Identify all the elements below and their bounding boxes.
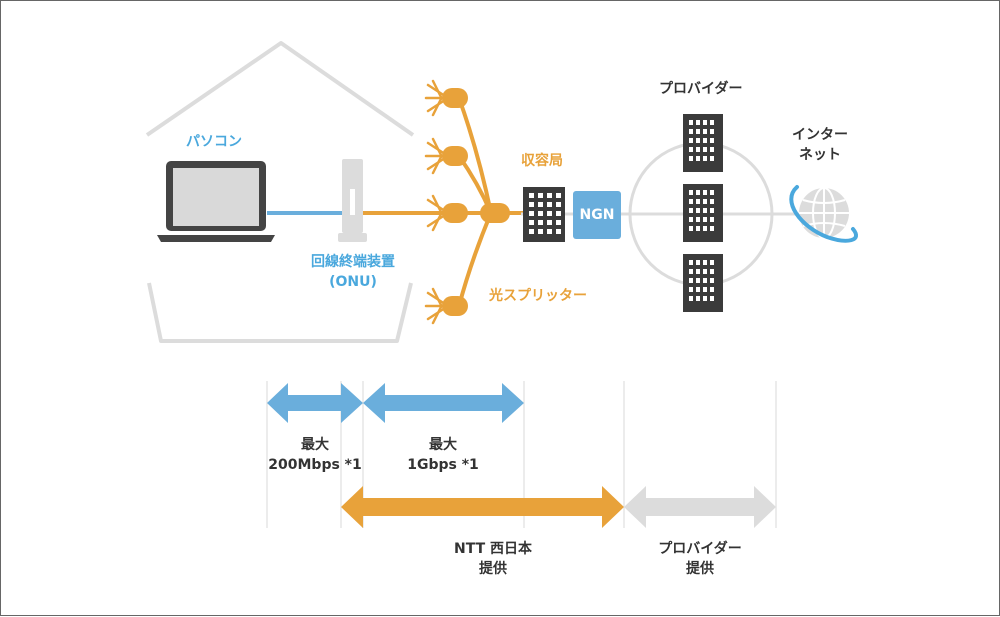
fiber-branches — [457, 97, 493, 307]
house-roof — [145, 41, 415, 137]
range-arrow-ntt — [341, 486, 624, 528]
range-label-line1: プロバイダー — [658, 541, 742, 557]
range-label-line1: 最大 — [301, 437, 329, 453]
internet-label: インター ネット — [775, 125, 865, 165]
range-label-line2: 200Mbps *1 — [268, 457, 362, 473]
range-label-line2: 提供 — [686, 561, 714, 577]
internet-label-line2: ネット — [799, 147, 841, 163]
customer-node — [424, 194, 468, 232]
customer-node — [424, 287, 468, 325]
range-label-provider: プロバイダー 提供 — [635, 539, 765, 579]
range-label-ntt: NTT 西日本 提供 — [413, 539, 573, 579]
ngn-label: NGN — [579, 207, 615, 223]
customer-nodes — [424, 79, 468, 325]
internet-label-line1: インター — [792, 127, 848, 143]
provider-building-icon — [683, 254, 723, 312]
range-label-line1: 最大 — [429, 437, 457, 453]
station-label: 収容局 — [521, 153, 563, 169]
range-label-line1: NTT 西日本 — [453, 541, 532, 557]
range-arrow-provider — [624, 486, 776, 528]
pc-label: パソコン — [186, 134, 242, 150]
splitter-node — [480, 203, 510, 223]
range-arrow-1gbps — [363, 383, 524, 423]
station-building-icon — [523, 187, 565, 242]
range-label-1gbps: 最大 1Gbps *1 — [373, 435, 513, 475]
range-label-line2: 提供 — [479, 561, 507, 577]
range-label-200mbps: 最大 200Mbps *1 — [245, 435, 385, 475]
customer-node — [424, 137, 468, 175]
provider-building-icon — [683, 114, 723, 172]
ngn-box — [573, 191, 621, 239]
provider-building-icon — [683, 184, 723, 242]
customer-node — [424, 79, 468, 117]
splitter-label: 光スプリッター — [489, 288, 587, 304]
onu-label-line1: 回線終端装置 — [311, 254, 395, 270]
globe-icon — [789, 185, 858, 243]
provider-label: プロバイダー — [659, 81, 743, 97]
onu-device-icon — [338, 159, 367, 242]
range-arrow-200mbps — [267, 383, 363, 423]
laptop-icon — [157, 161, 275, 242]
house-basket — [147, 282, 413, 343]
onu-label: 回線終端装置 (ONU) — [283, 252, 423, 292]
range-label-line2: 1Gbps *1 — [407, 457, 479, 473]
onu-label-line2: (ONU) — [329, 274, 377, 290]
